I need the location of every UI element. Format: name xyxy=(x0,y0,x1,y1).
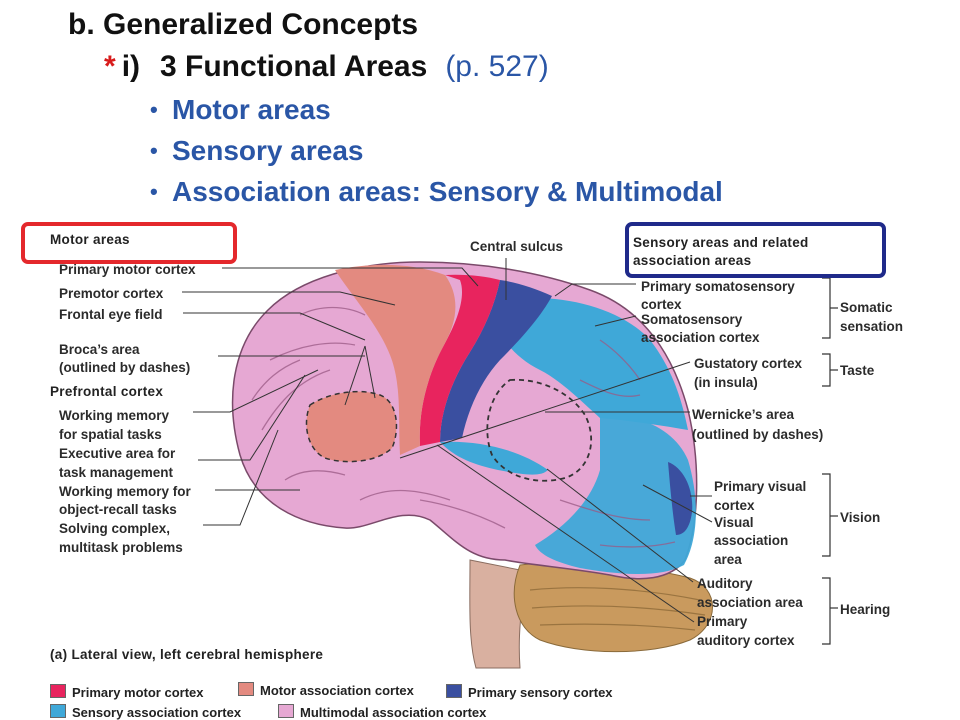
visual-association-region xyxy=(535,416,696,574)
group-vision: Vision xyxy=(840,510,881,525)
subtitle-text: 3 Functional Areas xyxy=(160,50,428,83)
slide-title: b. Generalized Concepts xyxy=(68,8,419,41)
label-primary-visual-2: cortex xyxy=(714,498,755,513)
motor-areas-box xyxy=(21,222,237,264)
bullet-item: • Motor areas xyxy=(150,92,723,133)
bullet-dot: • xyxy=(150,97,158,122)
label-solving-1: Solving complex, xyxy=(59,521,171,536)
motor-areas-heading: Motor areas xyxy=(50,232,130,247)
label-solving-2: multitask problems xyxy=(59,540,183,555)
auditory-region xyxy=(440,441,548,475)
legend-swatch xyxy=(446,684,462,698)
label-visual-assoc-1: Visual xyxy=(714,515,754,530)
legend-motor-assoc: Motor association cortex xyxy=(238,682,414,698)
label-primary-auditory-2: auditory cortex xyxy=(697,633,795,648)
legend-label: Primary motor cortex xyxy=(72,685,204,700)
label-auditory-assoc-2: association area xyxy=(697,595,803,610)
sensory-areas-heading-1: Sensory areas and related xyxy=(633,235,809,250)
prefrontal-heading: Prefrontal cortex xyxy=(50,384,164,399)
label-gustatory-2: (in insula) xyxy=(694,375,758,390)
legend-primary-sensory: Primary sensory cortex xyxy=(446,684,613,700)
label-wm-object-2: object-recall tasks xyxy=(59,502,177,517)
bullet-dot: • xyxy=(150,179,158,204)
group-hearing: Hearing xyxy=(840,602,891,617)
central-sulcus-label: Central sulcus xyxy=(470,239,564,254)
primary-motor-region xyxy=(419,274,500,446)
label-primary-motor: Primary motor cortex xyxy=(59,262,196,277)
legend-swatch xyxy=(50,684,66,698)
legend-primary-motor: Primary motor cortex xyxy=(50,684,204,700)
figure-caption: (a) Lateral view, left cerebral hemisphe… xyxy=(50,647,324,662)
bullet-text: Sensory areas xyxy=(172,135,364,166)
premotor-region xyxy=(335,264,456,455)
label-primary-somato-1: Primary somatosensory xyxy=(641,279,795,294)
legend-label: Primary sensory cortex xyxy=(468,685,613,700)
legend-multimodal: Multimodal association cortex xyxy=(278,704,486,720)
subtitle-marker: * xyxy=(104,50,116,83)
label-exec-1: Executive area for xyxy=(59,446,176,461)
label-wm-object-1: Working memory for xyxy=(59,484,191,499)
legend-label: Motor association cortex xyxy=(260,683,414,698)
group-somatic-2: sensation xyxy=(840,319,904,334)
label-wm-spatial-2: for spatial tasks xyxy=(59,427,162,442)
legend-swatch xyxy=(278,704,294,718)
legend-swatch xyxy=(238,682,254,696)
bullet-text: Association areas: Sensory & Multimodal xyxy=(172,176,723,207)
gyri-texture xyxy=(251,306,676,548)
label-auditory-assoc-1: Auditory xyxy=(697,576,753,591)
label-premotor: Premotor cortex xyxy=(59,286,164,301)
label-frontal-eye: Frontal eye field xyxy=(59,307,163,322)
label-primary-somato-2: cortex xyxy=(641,297,682,312)
leader-lines xyxy=(182,258,713,623)
label-somato-assoc-1: Somatosensory xyxy=(641,312,743,327)
primary-somatosensory-region xyxy=(440,280,552,442)
bullet-item: • Sensory areas xyxy=(150,133,723,174)
primary-visual-region xyxy=(668,462,693,535)
legend-swatch xyxy=(50,704,66,718)
bullet-dot: • xyxy=(150,138,158,163)
label-wm-spatial-1: Working memory xyxy=(59,408,170,423)
group-somatic-1: Somatic xyxy=(840,300,893,315)
bullet-item: • Association areas: Sensory & Multimodal xyxy=(150,174,723,215)
label-exec-2: task management xyxy=(59,465,174,480)
cerebellum-folds xyxy=(529,587,706,631)
label-wernicke-1: Wernicke’s area xyxy=(692,407,795,422)
label-broca-1: Broca’s area xyxy=(59,342,140,357)
bullet-list: • Motor areas • Sensory areas • Association… xyxy=(150,92,723,215)
label-visual-assoc-3: area xyxy=(714,552,742,567)
legend-sensory-assoc: Sensory association cortex xyxy=(50,704,241,720)
sensory-areas-box xyxy=(625,222,886,278)
subtitle-page: (p. 527) xyxy=(445,50,549,83)
group-brackets xyxy=(822,277,838,645)
label-primary-auditory-1: Primary xyxy=(697,614,748,629)
subtitle: *i) 3 Functional Areas (p. 527) xyxy=(104,50,549,84)
sensory-areas-heading-2: association areas xyxy=(633,253,752,268)
label-visual-assoc-2: association xyxy=(714,533,789,548)
label-wernicke-2: (outlined by dashes) xyxy=(692,427,824,442)
label-broca-2: (outlined by dashes) xyxy=(59,360,191,375)
legend-label: Sensory association cortex xyxy=(72,705,242,720)
label-primary-visual-1: Primary visual xyxy=(714,479,807,494)
subtitle-number: i) xyxy=(121,50,141,83)
group-taste: Taste xyxy=(840,363,875,378)
legend-label: Multimodal association cortex xyxy=(300,705,487,720)
label-gustatory-1: Gustatory cortex xyxy=(694,356,803,371)
somatosensory-association-region xyxy=(500,297,688,430)
label-somato-assoc-2: association cortex xyxy=(641,330,760,345)
broca-area-region xyxy=(305,390,398,463)
bullet-text: Motor areas xyxy=(172,94,331,125)
